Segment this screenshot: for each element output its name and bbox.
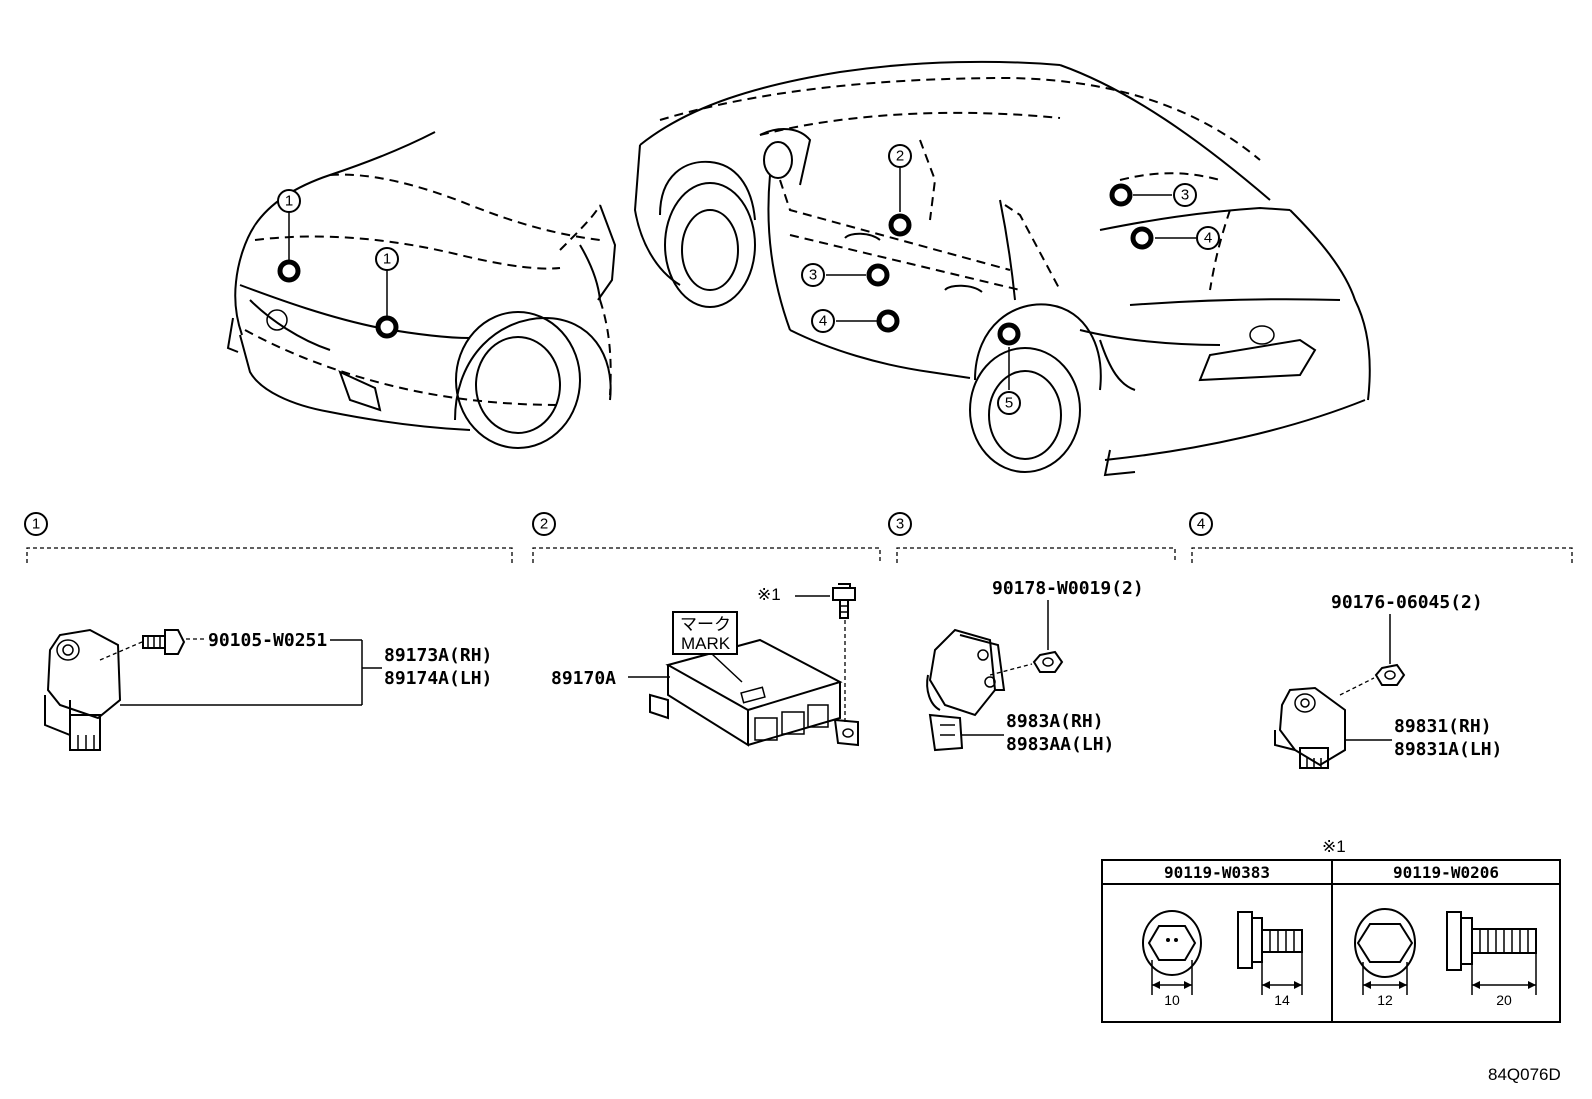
sensor-location-marker [277, 259, 301, 283]
section-3-parts: 90178-W0019(2) 8983A(RH) 8983AA(LH) [926, 578, 1144, 755]
section-4-parts: 90176-06045(2) 89831(RH) 89831A(LH) [1274, 592, 1502, 769]
part-89173A-RH: 89173A(RH) [384, 645, 492, 666]
part-90178-W0019: 90178-W0019(2) [992, 578, 1144, 599]
rear-impact-sensor-drawing [1274, 686, 1346, 769]
location-callouts: 1 1 2 3 4 3 4 5 [277, 144, 1220, 415]
part-89831-RH: 89831(RH) [1394, 716, 1492, 737]
callout-4-rear: 4 [1196, 226, 1220, 250]
table-note-ref: ※1 [1322, 837, 1346, 856]
callout-2: 2 [888, 144, 912, 168]
svg-text:5: 5 [1005, 395, 1013, 412]
bolt-note-1-drawing [832, 583, 856, 619]
table-header-90119-W0383: 90119-W0383 [1164, 863, 1270, 882]
svg-text:14: 14 [1274, 992, 1290, 1008]
svg-text:4: 4 [1197, 516, 1205, 533]
svg-text:1: 1 [32, 516, 40, 533]
note-ref-1: ※1 [757, 585, 781, 604]
section-1-header: 1 [24, 512, 513, 563]
svg-text:1: 1 [383, 251, 391, 268]
sensor-location-marker [888, 213, 912, 237]
section-3-header: 3 [888, 512, 1176, 563]
sensor-location-marker [866, 263, 890, 287]
mark-label-box: マーク MARK [672, 611, 743, 683]
bolt-reference-table: ※1 90119-W0383 90119-W0206 10 [1101, 837, 1561, 1023]
section-1-parts: 90105-W0251 89173A(RH) 89174A(LH) [44, 628, 492, 751]
callout-5: 5 [997, 391, 1021, 415]
part-89831A-LH: 89831A(LH) [1394, 739, 1502, 760]
svg-text:3: 3 [809, 267, 817, 284]
callout-1-front-left: 1 [277, 189, 301, 213]
svg-text:4: 4 [1204, 230, 1212, 247]
svg-text:MARK: MARK [681, 634, 731, 653]
callout-3-side: 3 [801, 263, 825, 287]
bolt-90119-W0206-side-view: 20 [1446, 911, 1537, 1008]
sensor-location-marker [375, 315, 399, 339]
sensor-location-marker [876, 309, 900, 333]
section-2-header: 2 [532, 512, 881, 563]
section-4-header: 4 [1189, 512, 1573, 563]
bolt-90119-W0206-head-view: 12 [1354, 908, 1416, 1008]
nut-90176-06045-drawing [1374, 663, 1406, 686]
section-headers: 1 2 3 4 [24, 512, 1573, 563]
sensor-location-marker [1109, 183, 1133, 207]
svg-text:10: 10 [1164, 992, 1180, 1008]
svg-text:2: 2 [540, 516, 548, 533]
part-8983AA-LH: 8983AA(LH) [1006, 734, 1114, 755]
svg-text:2: 2 [896, 148, 904, 165]
svg-text:3: 3 [1181, 187, 1189, 204]
part-89170A: 89170A [551, 668, 616, 689]
callout-3-rear: 3 [1173, 183, 1197, 207]
section-2-parts: 89170A マーク MARK ※1 [551, 583, 859, 747]
front-impact-sensor-drawing [44, 628, 122, 751]
sensor-location-marker [1130, 226, 1154, 250]
airbag-control-module-drawing [649, 638, 859, 747]
callout-1-front-right: 1 [375, 247, 399, 271]
part-8983A-RH: 8983A(RH) [1006, 711, 1104, 732]
part-89174A-LH: 89174A(LH) [384, 668, 492, 689]
rear-vehicle-illustration [633, 60, 1371, 477]
table-header-90119-W0206: 90119-W0206 [1393, 863, 1499, 882]
bolt-90119-W0383-head-view: 10 [1142, 910, 1202, 1008]
sensor-location-markers [277, 183, 1154, 346]
svg-text:マーク: マーク [680, 615, 731, 634]
svg-text:12: 12 [1377, 992, 1393, 1008]
bolt-90119-W0383-side-view: 14 [1237, 911, 1303, 1008]
front-vehicle-illustration [226, 131, 617, 449]
svg-text:1: 1 [285, 193, 293, 210]
nut-90178-W0019-drawing [1032, 650, 1064, 673]
location-leaders [288, 168, 1196, 390]
part-90176-06045: 90176-06045(2) [1331, 592, 1483, 613]
part-90105-W0251: 90105-W0251 [208, 630, 327, 651]
svg-text:20: 20 [1496, 992, 1512, 1008]
bolt-90105-W0251-drawing [142, 629, 186, 655]
svg-text:4: 4 [819, 313, 827, 330]
sensor-location-marker [997, 322, 1021, 346]
callout-4-side: 4 [811, 309, 835, 333]
side-impact-sensor-drawing [926, 628, 1006, 752]
diagram-code: 84Q076D [1488, 1065, 1561, 1084]
svg-text:3: 3 [896, 516, 904, 533]
